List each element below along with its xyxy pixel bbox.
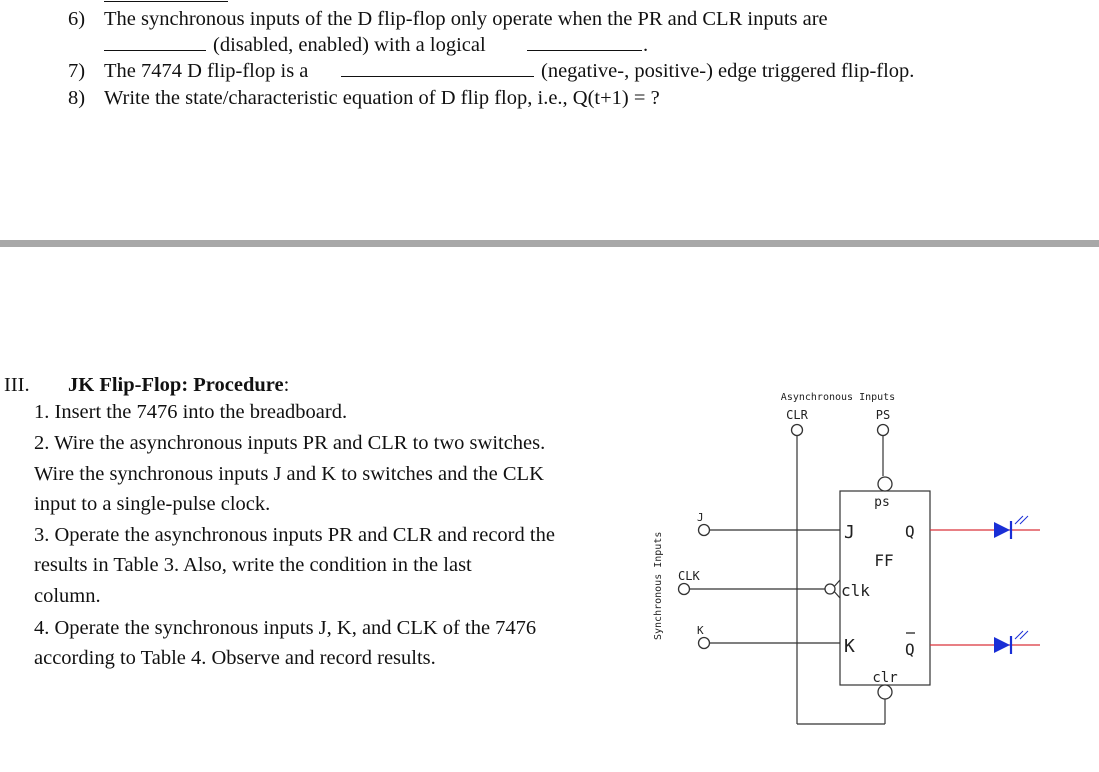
q6-blank-1[interactable] [104,32,206,51]
box-ff-label: FF [874,551,893,570]
step-line: 3. Operate the asynchronous inputs PR an… [34,524,555,546]
jk-flip-flop-diagram: Asynchronous Inputs CLR PS Synchronous I… [653,392,1040,725]
sync-inputs-label: Synchronous Inputs [653,532,664,640]
ps-label: PS [876,408,890,422]
q7-blank[interactable] [341,58,534,77]
question-6-line1: The synchronous inputs of the D flip-flo… [104,8,828,30]
box-ps-label: ps [874,495,890,510]
question-6-end: . [643,34,649,56]
question-7-prefix: The 7474 D flip-flop is a [104,60,309,82]
step-line: results in Table 3. Also, write the cond… [34,554,472,576]
question-7-suffix: (negative-, positive-) edge triggered fl… [541,60,915,82]
step-line: 4. Operate the synchronous inputs J, K, … [34,617,537,639]
ps-input-terminal [876,423,890,437]
section-title-colon: : [283,374,290,396]
output-wires [930,529,1040,646]
step-line: 1. Insert the 7476 into the breadboard. [34,401,348,423]
box-k-label: K [844,636,855,657]
step-line: Wire the synchronous inputs J and K to s… [34,463,544,485]
clr-label: CLR [786,408,808,422]
box-q-label: Q [905,522,915,541]
question-8-number: 8) [68,87,86,109]
k-label: K [697,624,704,637]
question-8-text: Write the state/characteristic equation … [104,87,660,109]
cutoff-blank [104,0,228,2]
q6-blank-2[interactable] [527,32,642,51]
clk-bubble [824,583,836,595]
question-6-options: (disabled, enabled) with a logical [213,34,486,56]
ps-bubble [877,476,893,492]
j-input-terminal [697,523,711,537]
clr-input-terminal [790,423,804,437]
clk-input-terminal [677,582,691,596]
box-clk-label: clk [841,581,870,600]
led-qbar-icon [994,630,1029,654]
section-numeral: III. [4,374,30,396]
box-clr-label: clr [872,670,897,686]
clk-label: CLK [678,569,700,583]
box-j-label: J [844,522,855,543]
question-7-number: 7) [68,60,86,82]
j-label: J [697,511,704,524]
question-6-number: 6) [68,8,86,30]
step-line: input to a single-pulse clock. [34,493,271,515]
k-input-terminal [697,636,711,650]
step-line: 2. Wire the asynchronous inputs PR and C… [34,432,546,454]
async-inputs-label: Asynchronous Inputs [781,392,895,403]
step-line: according to Table 4. Observe and record… [34,647,436,669]
led-q-icon [994,515,1029,539]
box-qbar-label: Q [905,640,915,659]
section-divider [0,240,1099,247]
section-title-text: JK Flip-Flop: Procedure [68,374,284,396]
clr-bubble [877,684,893,700]
step-line: column. [34,585,101,607]
section-title: JK Flip-Flop: Procedure: [68,374,289,397]
